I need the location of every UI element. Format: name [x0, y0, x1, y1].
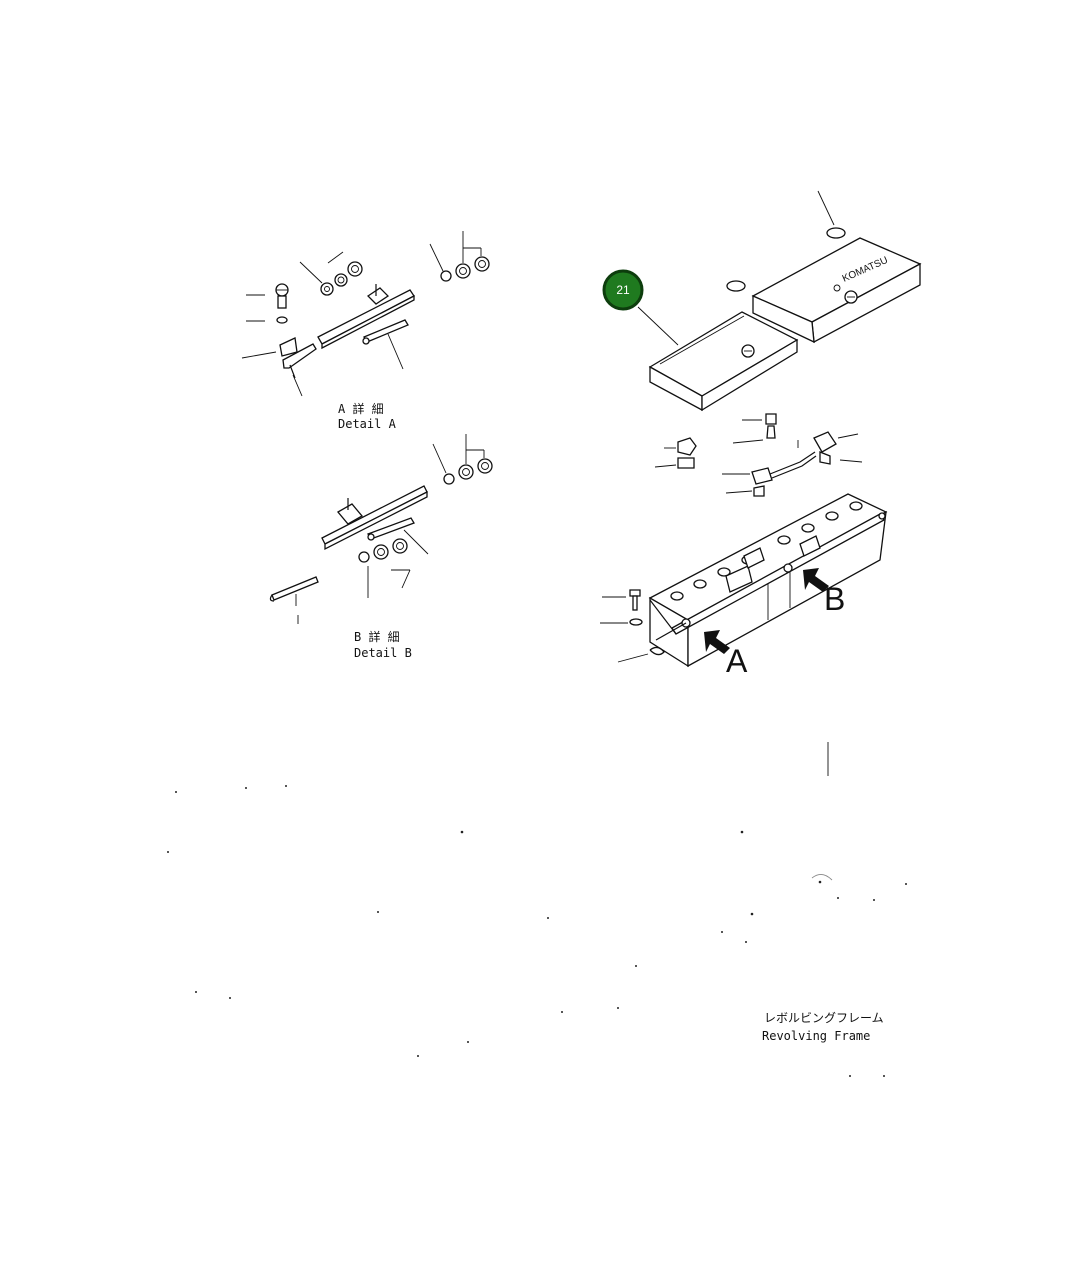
- detail-a-label-en: Detail A: [338, 417, 397, 431]
- detail-b-nuts-lower: [358, 538, 408, 563]
- caps: [726, 227, 846, 292]
- detail-a-label-jp: A 詳 細: [338, 401, 384, 416]
- arrow-b-label: B: [824, 581, 845, 617]
- callout-21-number: 21: [616, 283, 630, 297]
- detail-b-rod: [367, 517, 415, 541]
- arrow-a-icon: [704, 630, 730, 654]
- detail-b-group: B 詳 細 Detail B: [269, 434, 493, 660]
- front-cover: [648, 311, 799, 412]
- detail-a-cap-stack: [275, 283, 289, 324]
- detail-b-label-en: Detail B: [354, 646, 412, 660]
- detail-b-leaders: [295, 434, 485, 624]
- detail-b-label-jp: B 詳 細: [354, 629, 400, 644]
- battery-clamps: [725, 535, 821, 593]
- detail-a-leaders: [241, 231, 482, 397]
- cable: [722, 431, 863, 497]
- cover-leaders: [637, 190, 835, 346]
- revolving-frame-faint: [167, 742, 907, 1077]
- terminal-top: [732, 413, 777, 444]
- arrow-b-icon: [803, 568, 829, 592]
- arrow-a-label: A: [726, 643, 748, 679]
- detail-a-rod: [362, 319, 409, 345]
- battery-cover-group: KOMATSU: [637, 190, 922, 412]
- callout-21[interactable]: 21: [602, 269, 644, 311]
- frame-label-en: Revolving Frame: [762, 1029, 870, 1043]
- detail-a-nuts-right: [440, 256, 490, 282]
- cable-group: [654, 413, 863, 497]
- detail-a-bracket: [317, 284, 415, 350]
- bolt-parts: [600, 589, 665, 663]
- detail-a-nuts-left: [320, 261, 363, 296]
- detail-a-clamp: [279, 337, 317, 379]
- detail-b-nuts-right: [443, 458, 493, 485]
- left-bracket-part: [654, 437, 697, 469]
- battery-assembly: A B: [600, 493, 888, 679]
- detail-b-long-rod: [269, 576, 319, 602]
- detail-b-bracket: [321, 485, 428, 551]
- detail-a-group: A 詳 細 Detail A: [241, 231, 490, 431]
- frame-label-jp: レボルビングフレーム: [764, 1011, 884, 1025]
- callout-21-circle[interactable]: [602, 269, 644, 311]
- rear-cover: KOMATSU: [751, 237, 922, 344]
